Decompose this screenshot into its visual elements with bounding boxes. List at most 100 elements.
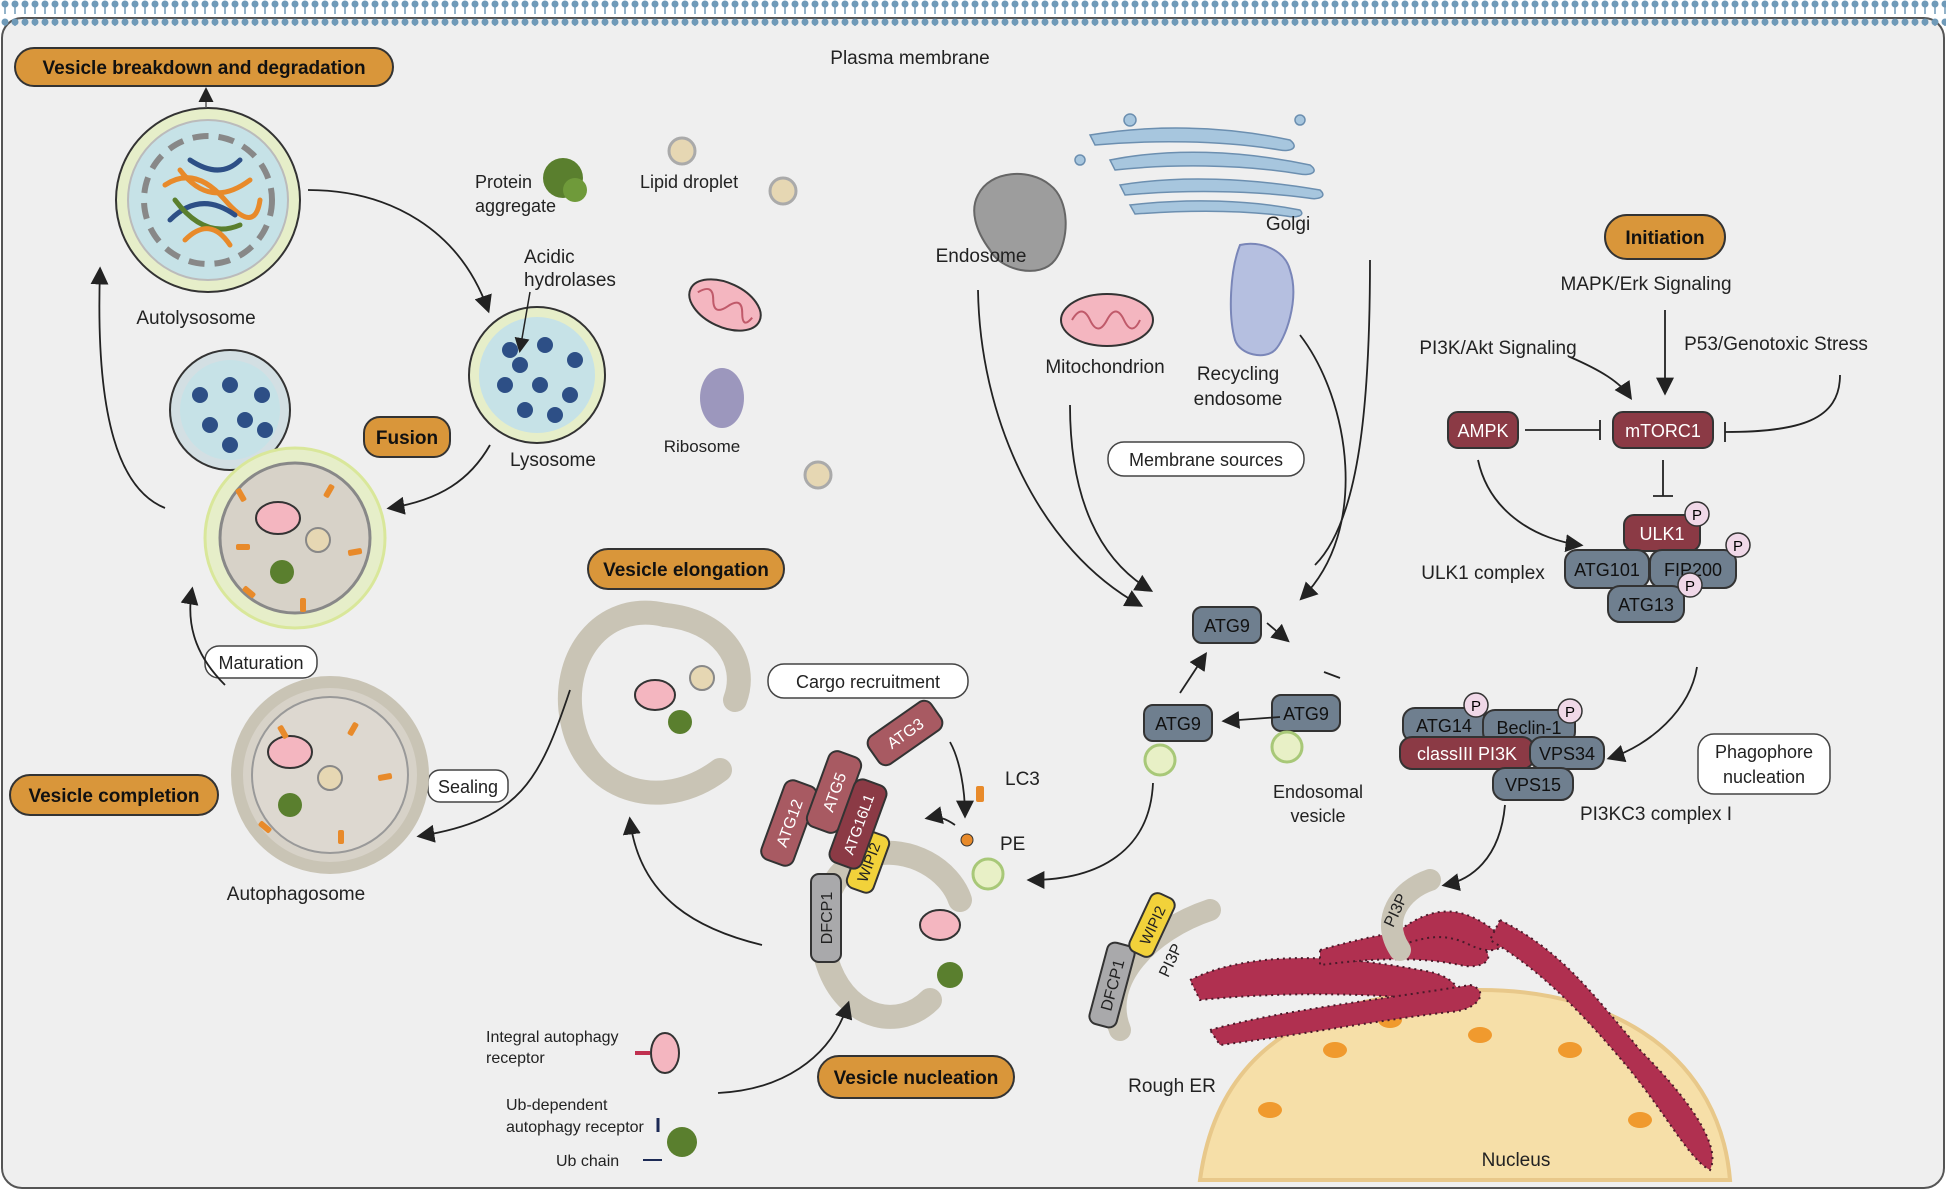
flow-arrows <box>90 189 1698 1094</box>
nucleation-mito <box>919 909 961 941</box>
inhibition-lines <box>1323 374 1841 679</box>
nucleus-pore <box>1258 1102 1282 1118</box>
protein-aggregate <box>543 158 587 202</box>
svg-text:nucleation: nucleation <box>1723 767 1805 787</box>
mtorc1: mTORC1 <box>1612 411 1714 449</box>
lipid-droplet-1 <box>667 136 697 166</box>
integral-label-1: Integral autophagy <box>486 1029 619 1046</box>
atg5: ATG5 <box>805 750 863 834</box>
stage-elongation: Vesicle elongation <box>587 548 785 590</box>
pe-label: PE <box>1000 834 1025 855</box>
ubdep-label-1: Ub-dependent <box>506 1097 608 1114</box>
mitochondrion-2 <box>1060 293 1154 347</box>
atg9-right: ATG9 <box>1271 694 1341 732</box>
vps34: VPS34 <box>1529 736 1605 770</box>
protein-label-1: Protein <box>475 172 532 192</box>
nucleus-pore <box>1558 1042 1582 1058</box>
atg9-left: ATG9 <box>1143 704 1213 742</box>
atg16l1: ATG16L1 <box>828 778 888 870</box>
integral-label-2: receptor <box>486 1050 545 1067</box>
lysosome-label: Lysosome <box>510 450 596 471</box>
lc3-icon <box>976 786 984 802</box>
er-pi3p-membrane <box>1380 869 1441 961</box>
svg-text:Sealing: Sealing <box>438 777 498 797</box>
vps15: VPS15 <box>1492 767 1574 801</box>
stage-completion: Vesicle completion <box>9 774 219 816</box>
ub-chain-label: Ub chain <box>556 1153 619 1170</box>
recycling-label-2: endosome <box>1194 389 1283 410</box>
svg-text:ATG9: ATG9 <box>1204 616 1250 636</box>
svg-text:DFCP1: DFCP1 <box>819 892 836 945</box>
mitochondrion-1 <box>688 278 762 332</box>
lipid-droplet-2 <box>768 176 798 206</box>
nucleation-phagophore <box>810 843 942 1029</box>
svg-text:VPS34: VPS34 <box>1539 744 1595 764</box>
elongation-lipid <box>689 665 715 691</box>
svg-text:ATG9: ATG9 <box>1283 704 1329 724</box>
stage-breakdown: Vesicle breakdown and degradation <box>14 47 394 87</box>
stage-nucleation: Vesicle nucleation <box>817 1055 1015 1099</box>
nucleation-vesicle <box>971 857 1005 891</box>
box-membrane-sources: Membrane sources <box>1107 441 1305 477</box>
acidic-pointer <box>514 291 531 353</box>
svg-text:Vesicle nucleation: Vesicle nucleation <box>834 1068 999 1089</box>
elongation-mito <box>634 679 676 711</box>
box-cargo: Cargo recruitment <box>767 663 969 699</box>
classiii-pi3k: classIII PI3K <box>1399 736 1535 770</box>
box-sealing: Sealing <box>427 769 509 803</box>
ubdep-label-2: autophagy receptor <box>506 1119 645 1136</box>
box-maturation: Maturation <box>204 645 318 679</box>
golgi-label: Golgi <box>1266 214 1310 235</box>
atg3: ATG3 <box>866 699 944 767</box>
mitochondrion-label: Mitochondrion <box>1045 357 1164 378</box>
box-phagophore-nucleation: Phagophore nucleation <box>1697 733 1831 795</box>
lysosome-small <box>169 349 291 471</box>
lysosome <box>468 306 606 444</box>
endosome-label: Endosome <box>936 246 1027 267</box>
ribosome-label: Ribosome <box>664 437 741 456</box>
nucleus-pore <box>1468 1027 1492 1043</box>
nucleus-pore <box>1628 1112 1652 1128</box>
pe-icon <box>960 833 974 847</box>
legend-mito <box>650 1032 680 1074</box>
endosomal-label-1: Endosomal <box>1273 782 1363 802</box>
elongation-phagophore-tip <box>653 603 751 712</box>
svg-text:Maturation: Maturation <box>218 653 303 673</box>
phospho-fip200: P <box>1725 532 1751 558</box>
svg-text:Beclin-1: Beclin-1 <box>1496 718 1561 738</box>
plasma-membrane-label: Plasma membrane <box>830 48 989 69</box>
atg9-vesicle-right <box>1270 730 1304 764</box>
svg-text:P: P <box>1692 507 1702 524</box>
svg-text:Fusion: Fusion <box>376 428 438 449</box>
atg101: ATG101 <box>1564 549 1650 589</box>
ulk1-complex-label: ULK1 complex <box>1421 563 1545 584</box>
p53-label: P53/Genotoxic Stress <box>1684 334 1868 355</box>
phospho-atg14: P <box>1463 692 1489 718</box>
acidic-label-2: hydrolases <box>524 270 616 291</box>
svg-text:Vesicle breakdown and degradat: Vesicle breakdown and degradation <box>42 58 365 79</box>
autophagosome-label: Autophagosome <box>227 884 365 905</box>
lipid-droplet-3 <box>803 460 833 490</box>
rough-er-label: Rough ER <box>1128 1076 1216 1097</box>
phospho-beclin: P <box>1557 698 1583 724</box>
fip200: FIP200 <box>1649 549 1737 589</box>
endosomal-label-2: vesicle <box>1290 806 1345 826</box>
svg-text:classIII PI3K: classIII PI3K <box>1417 744 1517 764</box>
elongation-phagophore <box>557 600 732 805</box>
phospho-atg13: P <box>1677 572 1703 598</box>
nucleus-shape <box>1197 987 1733 1182</box>
stage-fusion: Fusion <box>363 416 451 458</box>
nucleation-aggregate <box>937 962 963 988</box>
elongation-aggregate <box>668 710 692 734</box>
lc3-label: LC3 <box>1005 769 1040 790</box>
svg-text:Vesicle elongation: Vesicle elongation <box>603 560 769 581</box>
fusing-vesicle <box>203 446 387 630</box>
svg-text:Cargo recruitment: Cargo recruitment <box>796 672 940 692</box>
svg-text:ULK1: ULK1 <box>1639 524 1684 544</box>
svg-text:Membrane sources: Membrane sources <box>1129 450 1283 470</box>
svg-text:Phagophore: Phagophore <box>1715 742 1813 762</box>
svg-text:P: P <box>1565 704 1575 721</box>
ribosome <box>700 368 744 428</box>
ampk: AMPK <box>1447 411 1519 449</box>
